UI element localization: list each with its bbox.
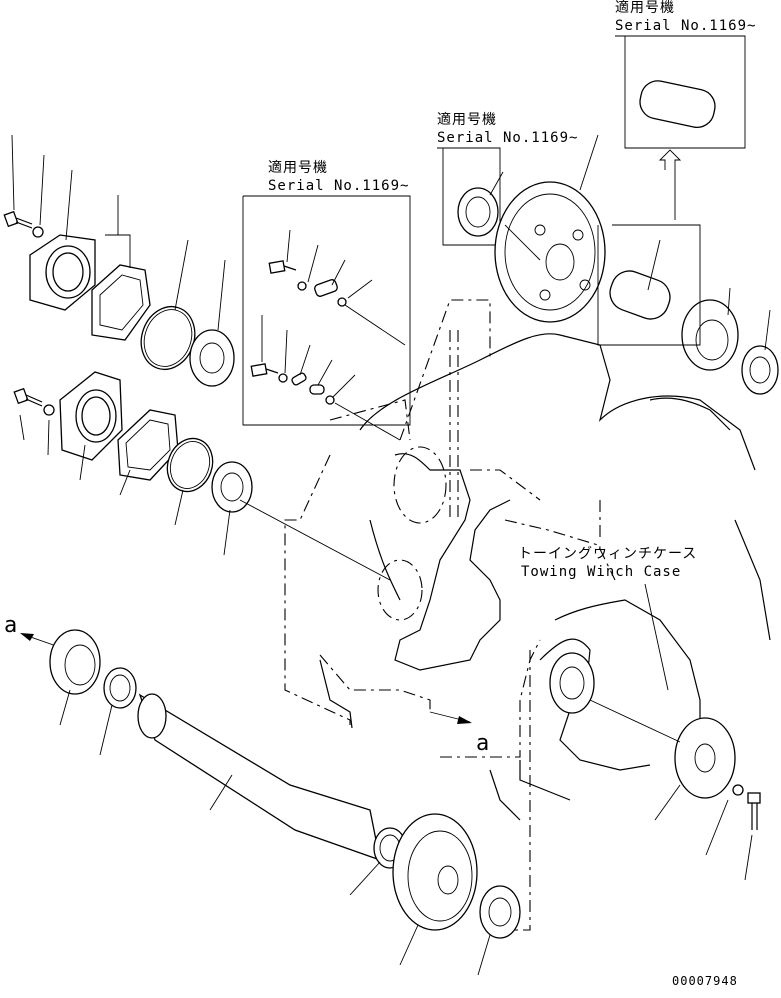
- center-hardware: [250, 260, 406, 441]
- serial-note-top-right: 適用号機 Serial No.1169~: [615, 0, 756, 149]
- plate-icon: [291, 372, 307, 386]
- plate-icon: [314, 279, 338, 297]
- serial-note-left: 適用号機 Serial No.1169~: [242, 159, 411, 426]
- right-flange-group: [549, 652, 761, 830]
- o-ring-icon: [166, 437, 214, 493]
- main-shaft-icon: [138, 693, 381, 861]
- bolt-icon: [13, 387, 43, 407]
- inset-shaft-icon: [639, 80, 716, 128]
- washer-icon: [297, 281, 307, 291]
- case-body: [319, 333, 771, 821]
- gear-icon: [392, 813, 478, 931]
- main-shaft-group: [49, 499, 521, 939]
- washer-icon: [278, 373, 288, 383]
- drawing-number: 00007948: [672, 974, 738, 988]
- cover-plate-icon: [674, 717, 736, 799]
- upper-gear-group: [457, 80, 779, 395]
- serial-number-label: Serial No.1169~: [268, 178, 409, 194]
- flange-icon: [549, 652, 595, 714]
- leader-lines: [11, 134, 771, 976]
- bearing-icon: [211, 461, 253, 513]
- bushing-icon: [103, 667, 137, 709]
- bolt-icon: [250, 363, 268, 377]
- case-outline: [284, 299, 616, 931]
- upper-cover-group: [3, 210, 235, 387]
- serial-note-middle: 適用号機 Serial No.1169~: [437, 111, 578, 246]
- bolt-icon: [747, 792, 761, 804]
- bushing-icon: [457, 187, 499, 237]
- pin-icon: [309, 384, 325, 395]
- bolt-icon: [3, 210, 33, 229]
- serial-number-label: Serial No.1169~: [437, 130, 578, 146]
- washer-icon: [32, 226, 44, 238]
- gasket-icon: [91, 264, 151, 341]
- ref-arrow-left: a: [4, 613, 63, 649]
- serial-number-label: Serial No.1169~: [615, 18, 756, 34]
- shaft-icon: [609, 270, 671, 320]
- washer-icon: [325, 395, 335, 405]
- spline-gear-icon: [49, 629, 101, 695]
- svg-text:a: a: [476, 731, 489, 756]
- bolt-icon: [268, 260, 286, 274]
- bearing-icon: [479, 885, 521, 939]
- bearing-icon: [741, 345, 779, 395]
- bearing-icon: [189, 329, 235, 387]
- svg-text:a: a: [4, 613, 17, 638]
- lower-cover-group: [13, 371, 253, 513]
- applicable-model-label: 適用号機: [615, 0, 675, 16]
- ref-arrow-bottom: a: [429, 711, 489, 756]
- washer-icon: [337, 297, 347, 307]
- applicable-model-label: 適用号機: [268, 159, 328, 176]
- towing-winch-case-label-jp: トーイングウィンチケース: [518, 546, 697, 562]
- applicable-model-label: 適用号機: [437, 111, 497, 128]
- gear-icon: [494, 181, 606, 323]
- towing-winch-case-label-en: Towing Winch Case: [521, 564, 681, 580]
- washer-icon: [732, 784, 744, 796]
- washer-icon: [43, 404, 55, 416]
